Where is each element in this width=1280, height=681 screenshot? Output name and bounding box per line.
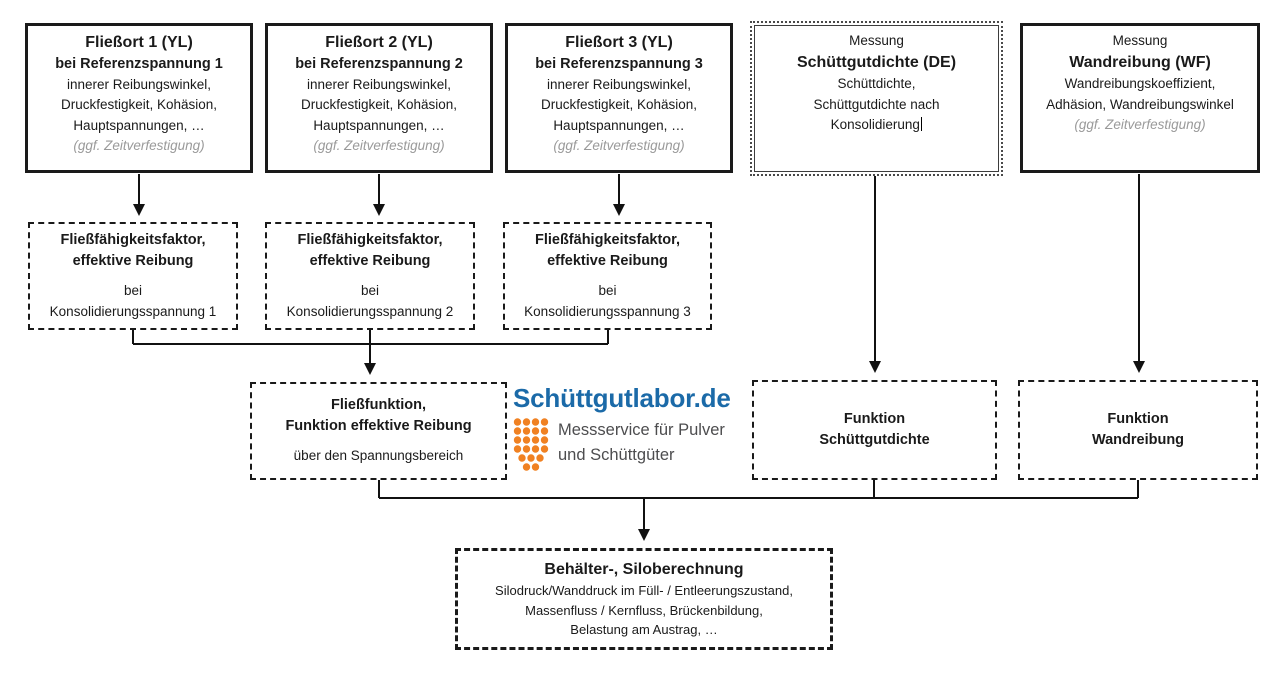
box-line: Schüttdichte,	[837, 76, 916, 92]
box-subtitle: bei Referenzspannung 2	[295, 56, 463, 73]
box-line: Druckfestigkeit, Kohäsion,	[540, 97, 698, 113]
logo-tagline-line2: und Schüttgüter	[558, 446, 675, 465]
box-title: effektive Reibung	[309, 253, 431, 270]
box-fliessfaehigkeitsfaktor-3: Fließfähigkeitsfaktor, effektive Reibung…	[503, 222, 712, 330]
box-title: Fließfunktion,	[330, 397, 427, 414]
box-title: Fließfähigkeitsfaktor,	[60, 232, 206, 249]
box-title: Funktion	[1107, 410, 1169, 427]
box-note: (ggf. Zeitverfestigung)	[553, 137, 685, 153]
box-subtitle: bei Referenzspannung 1	[55, 56, 223, 73]
text-cursor	[920, 116, 923, 131]
box-fliessfaehigkeitsfaktor-2: Fließfähigkeitsfaktor, effektive Reibung…	[265, 222, 475, 330]
box-line: Konsolidierungsspannung 1	[49, 303, 217, 319]
box-title: Behälter-, Siloberechnung	[544, 561, 744, 579]
box-title: Wandreibung	[1091, 432, 1185, 448]
box-fliessort-1: Fließort 1 (YL) bei Referenzspannung 1 i…	[25, 23, 253, 173]
box-messung-wandreibung: Messung Wandreibung (WF) Wandreibungskoe…	[1020, 23, 1260, 173]
box-line: bei	[598, 283, 617, 299]
box-fliessort-3: Fließort 3 (YL) bei Referenzspannung 3 i…	[505, 23, 733, 173]
box-line: Konsolidierung	[759, 115, 994, 135]
box-messung-schuettgutdichte: Messung Schüttgutdichte (DE) Schüttdicht…	[750, 21, 1003, 176]
box-line: Druckfestigkeit, Kohäsion,	[60, 97, 218, 113]
box-line: bei	[360, 283, 379, 299]
box-line: Hauptspannungen, …	[313, 117, 445, 133]
box-line: Adhäsion, Wandreibungswinkel	[1046, 96, 1234, 112]
box-line: Wandreibungskoeffizient,	[1064, 76, 1216, 92]
box-funktion-wandreibung: Funktion Wandreibung	[1018, 380, 1258, 480]
box-funktion-schuettgutdichte: Funktion Schüttgutdichte	[752, 380, 997, 480]
box-title: Wandreibung (WF)	[1069, 54, 1211, 72]
box-title: Fließort 2 (YL)	[325, 34, 433, 51]
box-title: Fließfähigkeitsfaktor,	[297, 232, 443, 249]
box-line: Hauptspannungen, …	[553, 117, 685, 133]
box-line: Schüttgutdichte nach	[813, 96, 940, 112]
box-note: (ggf. Zeitverfestigung)	[313, 137, 445, 153]
box-behaelter-siloberechnung: Behälter-, Siloberechnung Silodruck/Wand…	[455, 548, 833, 650]
box-note: (ggf. Zeitverfestigung)	[73, 137, 205, 153]
box-fliessfunktion: Fließfunktion, Funktion effektive Reibun…	[250, 382, 507, 480]
box-title: Schüttgutdichte	[819, 432, 930, 448]
box-line: Belastung am Austrag, …	[570, 622, 718, 638]
powder-funnel-dots-icon	[513, 417, 549, 471]
schuettgutlabor-logo: Schüttgutlabor.de Messservice für Pulver…	[513, 384, 748, 474]
box-line: Konsolidierungsspannung 3	[524, 303, 691, 319]
box-line: innerer Reibungswinkel,	[546, 77, 692, 93]
box-line: über den Spannungsbereich	[293, 448, 464, 464]
box-line: innerer Reibungswinkel,	[66, 77, 212, 93]
box-note: (ggf. Zeitverfestigung)	[1074, 116, 1206, 132]
box-line: Massenfluss / Kernfluss, Brückenbildung,	[525, 602, 763, 618]
box-title: Funktion effektive Reibung	[285, 418, 472, 435]
box-title: Schüttgutdichte (DE)	[796, 54, 957, 72]
box-fliessfaehigkeitsfaktor-1: Fließfähigkeitsfaktor, effektive Reibung…	[28, 222, 238, 330]
logo-tagline: Messservice für Pulver und Schüttgüter	[558, 418, 725, 469]
box-title: Fließort 3 (YL)	[565, 34, 673, 51]
box-title: effektive Reibung	[72, 253, 194, 270]
box-subtitle: bei Referenzspannung 3	[535, 56, 703, 73]
logo-tagline-line1: Messservice für Pulver	[558, 420, 725, 439]
box-title: Funktion	[843, 410, 906, 427]
box-line: Hauptspannungen, …	[73, 117, 205, 133]
box-line: Druckfestigkeit, Kohäsion,	[300, 97, 458, 113]
logo-wordmark: Schüttgutlabor.de	[513, 383, 731, 413]
box-title: Fließfähigkeitsfaktor,	[534, 232, 681, 249]
box-line: Konsolidierungsspannung 2	[286, 303, 454, 319]
box-line: Silodruck/Wanddruck im Füll- / Entleerun…	[495, 583, 793, 599]
box-fliessort-2: Fließort 2 (YL) bei Referenzspannung 2 i…	[265, 23, 493, 173]
box-title: effektive Reibung	[547, 253, 668, 270]
box-title: Fließort 1 (YL)	[85, 34, 193, 51]
box-pretitle: Messung	[1112, 33, 1168, 48]
box-line: innerer Reibungswinkel,	[306, 77, 452, 93]
box-pretitle: Messung	[849, 33, 904, 48]
box-line: bei	[123, 283, 142, 299]
